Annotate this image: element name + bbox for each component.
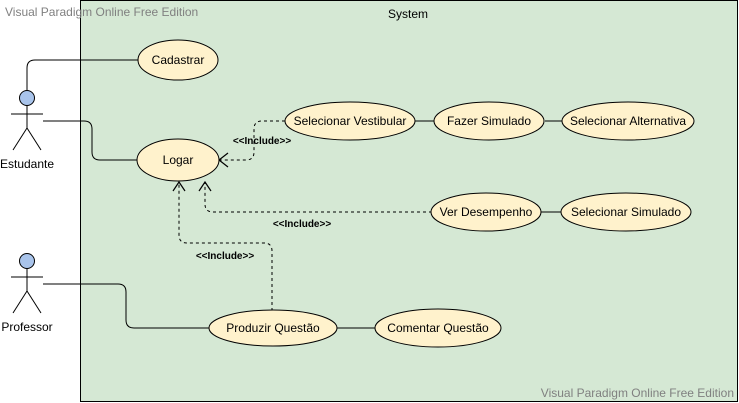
watermark-top: Visual Paradigm Online Free Edition — [5, 5, 198, 19]
association-estudante-cadastrar — [26, 59, 138, 90]
include-label-produzir: <<Include>> — [196, 251, 255, 262]
association-estudante-logar — [43, 120, 138, 161]
use-case-fazer-simulado[interactable] — [433, 101, 545, 141]
association-professor-produzir — [43, 283, 209, 329]
actor-estudante-head — [19, 90, 35, 106]
use-case-selecionar-simulado[interactable] — [560, 192, 692, 232]
use-case-logar[interactable] — [136, 138, 220, 182]
include-label-vestibular: <<Include>> — [233, 136, 292, 147]
actor-estudante[interactable]: Estudante — [0, 90, 54, 172]
use-case-selecionar-vestibular[interactable] — [284, 101, 416, 141]
use-case-label-comentar-questao: Comentar Questão — [387, 321, 489, 335]
actor-professor[interactable]: Professor — [1, 253, 53, 335]
use-case-label-ver-desempenho: Ver Desempenho — [440, 205, 533, 219]
use-case-produzir-questao[interactable] — [208, 309, 338, 347]
use-case-label-fazer-simulado: Fazer Simulado — [447, 114, 531, 128]
watermark-bottom: Visual Paradigm Online Free Edition — [541, 386, 734, 400]
use-case-label-logar: Logar — [163, 153, 194, 167]
include-label-desempenho: <<Include>> — [273, 219, 332, 230]
use-case-selecionar-alternativa[interactable] — [561, 101, 695, 141]
arrowhead-desempenho-logar — [198, 180, 212, 192]
use-case-label-cadastrar: Cadastrar — [152, 53, 205, 67]
use-case-label-selecionar-vestibular: Selecionar Vestibular — [294, 114, 407, 128]
actor-professor-head — [19, 253, 35, 269]
include-line-produzir-logar — [178, 182, 273, 311]
include-line-vestibular-logar — [220, 120, 285, 161]
arrowhead-produzir-logar — [172, 180, 186, 192]
use-case-label-selecionar-simulado: Selecionar Simulado — [571, 205, 681, 219]
use-case-ver-desempenho[interactable] — [430, 192, 542, 232]
use-case-label-selecionar-alternativa: Selecionar Alternativa — [570, 114, 686, 128]
actor-professor-label: Professor — [1, 320, 52, 334]
actor-estudante-label: Estudante — [0, 157, 54, 171]
use-case-comentar-questao[interactable] — [374, 308, 502, 348]
use-case-cadastrar[interactable] — [137, 39, 219, 81]
system-label: System — [388, 7, 428, 21]
use-case-label-produzir-questao: Produzir Questão — [226, 321, 320, 335]
